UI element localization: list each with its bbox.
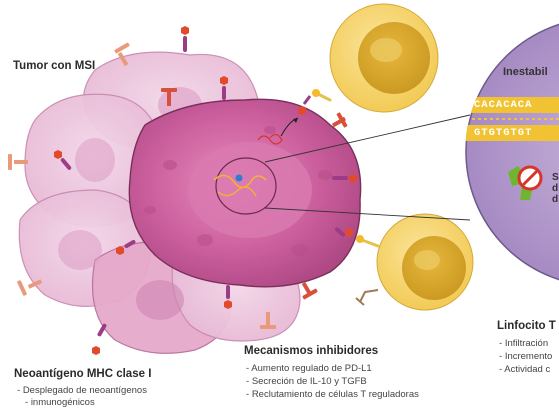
- pd-l1-icon: [161, 88, 177, 106]
- lymphocyte-title: Linfocito T: [497, 320, 556, 332]
- inhibitors-item-2: Secreción de IL-10 y TGFB: [246, 376, 367, 388]
- instability-title: Inestabil: [503, 66, 548, 78]
- lymphocyte-bottom: [355, 213, 474, 311]
- stop-icon: [508, 165, 543, 200]
- pd-l1-ligands: [8, 42, 348, 329]
- inhibitors-item-1: Aumento regulado de PD-L1: [246, 363, 371, 375]
- lymphocyte-item-1: Infiltración: [499, 338, 548, 350]
- mhc-title: Neoantígeno MHC clase I: [14, 368, 152, 380]
- mhc-item-1: Desplegado de neoantígenos: [17, 385, 147, 397]
- pd-l1-icon: [260, 312, 276, 329]
- mhc-receptor-icon: [181, 26, 189, 52]
- mhc-receptor-icon: [224, 285, 232, 309]
- lymphocyte-item-3: Actividad c: [499, 364, 550, 376]
- mhc-item-2: inmunogénicos: [17, 397, 95, 409]
- dna-top-strand: CACACACA: [474, 99, 533, 111]
- mhc-receptor-icon: [54, 150, 72, 170]
- lymphocyte-item-2: Incremento: [499, 351, 553, 363]
- instability-inset: [465, 23, 559, 281]
- pd-l1-icon: [8, 154, 28, 170]
- pd-l1-icon: [301, 281, 318, 300]
- inset-letter-3: d: [552, 194, 559, 205]
- mhc-receptor-icon: [92, 323, 107, 355]
- mhc-receptor-icon: [116, 240, 136, 255]
- main-tumor-cell: [128, 98, 362, 288]
- zoom-lines: [264, 114, 471, 221]
- lymphocyte-top: [298, 3, 439, 115]
- mhc-receptor-icon: [332, 174, 357, 183]
- dna-bottom-strand: GTGTGTGT: [474, 127, 533, 139]
- inset-letter-2: d: [552, 183, 559, 194]
- mhc-receptor-icon: [220, 76, 228, 100]
- inhibitors-title: Mecanismos inhibidores: [244, 345, 379, 357]
- pd-l1-icon: [114, 42, 130, 67]
- pd-l1-icon: [331, 112, 348, 128]
- inhibitors-item-3: Reclutamiento de células T reguladoras: [246, 389, 419, 401]
- tumor-label: Tumor con MSI: [13, 60, 96, 72]
- inset-letter-1: S: [552, 172, 559, 183]
- mhc-receptors: [54, 26, 357, 355]
- pd-l1-icon: [17, 279, 43, 296]
- mhc-receptor-icon: [334, 227, 353, 237]
